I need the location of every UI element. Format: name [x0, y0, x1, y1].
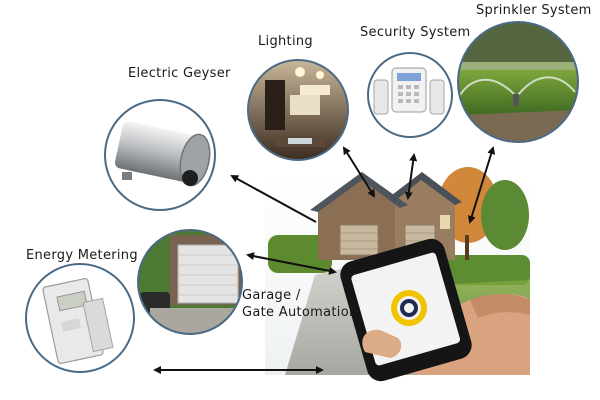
label-garage-line1: Garage /	[242, 288, 301, 303]
label-sprinkler-system: Sprinkler System	[476, 3, 592, 18]
label-security-system: Security System	[360, 25, 471, 40]
label-electric-geyser: Electric Geyser	[128, 66, 231, 81]
security-system-icon	[367, 52, 453, 138]
arrow-security	[404, 153, 418, 200]
label-energy-metering: Energy Metering	[26, 248, 138, 263]
label-garage-line2: Gate Automation	[242, 305, 358, 320]
arrow-garage	[246, 252, 337, 275]
smartphone	[340, 238, 530, 382]
label-garage-gate: Garage / Gate Automation	[242, 287, 357, 321]
label-lighting: Lighting	[258, 34, 313, 49]
connection-arrows	[153, 146, 496, 374]
energy-meter-icon	[25, 263, 135, 373]
electric-geyser-icon	[104, 99, 216, 211]
arrow-geyser	[230, 175, 317, 223]
arrow-lighting	[342, 146, 376, 198]
garage-gate-icon	[137, 229, 243, 335]
arrow-sprinkler	[467, 146, 496, 224]
sprinkler-system-icon	[457, 21, 579, 143]
lighting-icon	[247, 59, 349, 161]
